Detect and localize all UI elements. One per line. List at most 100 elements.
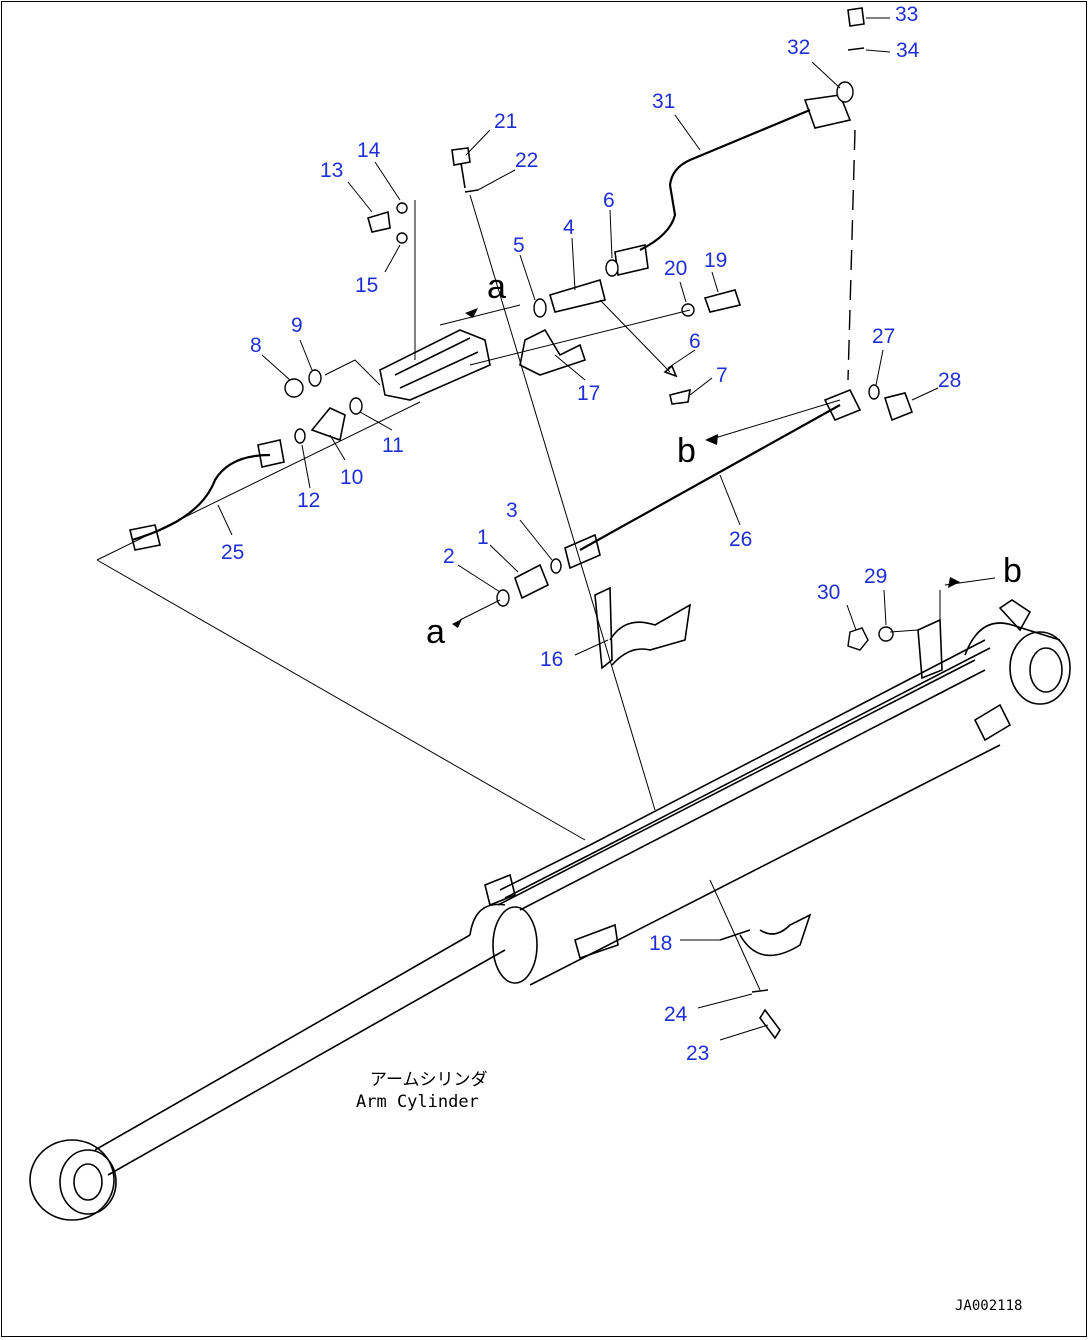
part-29-bolt [878,626,894,642]
arrow-a-lower [452,619,462,628]
cylinder-bottom-boss [1009,631,1071,705]
pipe-31-body [639,108,811,251]
hardware [836,7,943,680]
part-30-nut [847,627,869,651]
part-23-bolt [759,1008,781,1040]
part-24-washer [751,989,769,993]
reference-letters: a a b b [426,268,1022,651]
barrel-clamp-band [574,923,619,960]
arrow-b-lower [948,577,960,588]
part-16-clamp [609,603,692,666]
mounting-plate [917,618,943,680]
callout-10: 10 [340,466,363,489]
valve-block-detail [394,337,471,376]
barrel-upper-edge [497,659,976,906]
valve-block-detail-2 [399,351,479,389]
hose-25-end-fitting [129,524,161,551]
cylinder-rod-upper-edge [94,934,471,1151]
part-19-elbow [703,289,742,313]
part-13-plug [367,210,391,233]
part-1-connector [514,563,550,600]
part-8-plug [284,378,304,398]
part-6-oring-lower [663,364,678,378]
cylinder-bottom-bore [1029,647,1063,693]
hose-25-path [131,453,271,542]
callout-23: 23 [686,1042,709,1065]
callout-27: 27 [872,325,895,348]
callout-30: 30 [817,581,840,604]
callout-28: 28 [938,369,961,392]
rod-end-bore [59,1149,117,1215]
part-11-oring [349,397,363,415]
ref-a-lower-line [459,599,501,621]
callout-20: 20 [664,257,687,280]
hose-25 [129,439,285,551]
pipe-31-flange-block [803,94,852,129]
part-14-oring [396,202,408,214]
part-17-bracket [519,328,587,376]
ref-mark-a-lower: a [426,613,445,651]
callout-6-upper: 6 [603,189,615,212]
callout-26: 26 [729,528,752,551]
part-5-oring [533,298,547,318]
rod-end-eye [29,1139,115,1221]
part-32-oring [836,81,854,103]
part-10-elbow [310,407,346,442]
part-28-elbow [883,392,914,422]
ref-mark-a-upper: a [487,268,506,306]
pipe-31 [614,94,852,276]
arm-cylinder [29,599,1071,1221]
callout-3: 3 [506,499,518,522]
callout-34: 34 [896,39,920,62]
callout-11: 11 [382,434,404,457]
callout-4: 4 [563,216,575,239]
fittings [469,259,742,607]
leader-19-20 [469,309,691,366]
barrel-tube-line [519,669,986,911]
cylinder-rod-lower-edge [107,949,506,1176]
part-22-washer [464,189,479,193]
head-port-block [484,873,516,907]
callout-15: 15 [355,274,378,297]
head-curve [469,903,506,936]
callout-32: 32 [787,36,810,59]
part-21-bolt-head [451,147,471,166]
part-16-bracket [594,586,613,670]
pipe-26-upper-block [823,388,862,422]
bottom-port-flange [973,703,1012,742]
ref-a-upper-line [439,304,521,326]
pipe-26-body [579,404,841,551]
callout-6-lower: 6 [689,330,701,353]
barrel-hose-lower [504,647,991,899]
callout-5: 5 [513,234,525,257]
valve-block-body [379,329,491,401]
leader-6-7 [599,299,671,373]
bottom-port-block [998,599,1032,632]
part-18-clamp [739,913,812,957]
callout-31: 31 [652,90,675,113]
arrow-b-upper [705,434,718,445]
valve-assembly [284,200,491,444]
part-12-oring [294,428,306,444]
drawing-id: JA002118 [955,1298,1022,1314]
ref-mark-b-upper: b [677,432,696,470]
caption-english: Arm Cylinder [356,1092,479,1112]
barrel-hose-upper [499,639,986,891]
part-9-oring [308,369,322,387]
arrow-a-upper [465,308,478,318]
callout-13: 13 [320,159,343,182]
callout-12: 12 [297,489,320,512]
callout-19: 19 [704,249,727,272]
callout-29: 29 [864,565,887,588]
callout-22: 22 [515,149,538,172]
callout-16: 16 [540,648,563,671]
callout-14: 14 [357,139,381,162]
callout-24: 24 [664,1003,688,1026]
pipe-26-lower-fitting [564,533,601,570]
bottom-end-outline [964,622,1061,656]
leader-bolt-21-line [469,194,656,811]
callout-17: 17 [577,382,600,405]
